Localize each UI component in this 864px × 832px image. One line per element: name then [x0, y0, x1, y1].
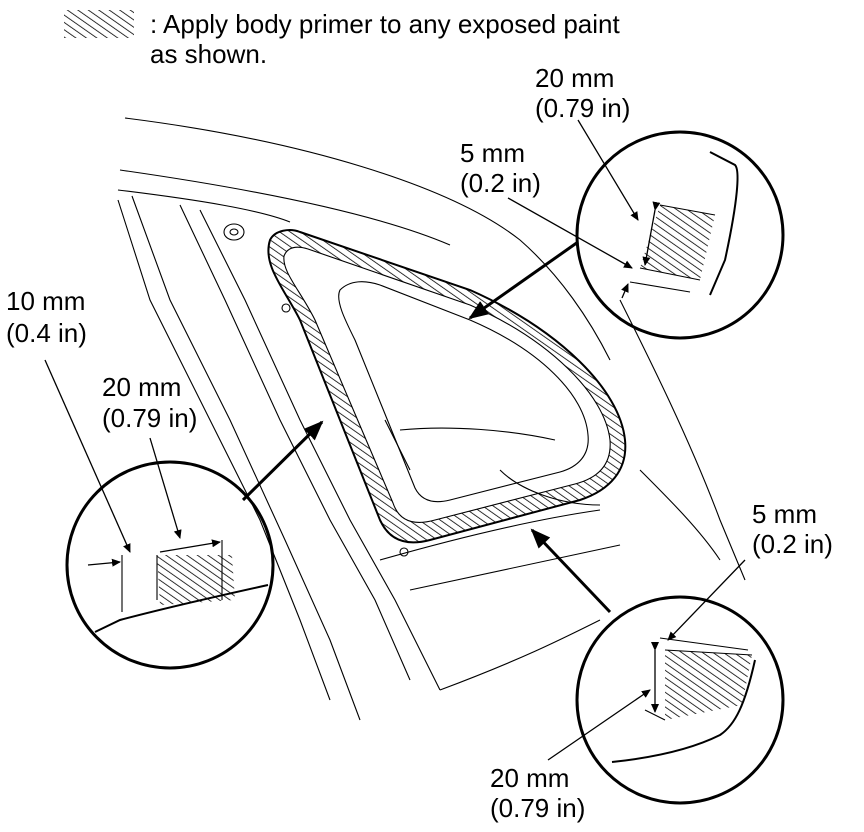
bottom-right-dim-a-mm: 5 mm [752, 499, 817, 529]
detail-circle-top-right [575, 130, 785, 340]
top-right-dim-a-in: (0.79 in) [535, 93, 630, 123]
callout-top-right: 20 mm (0.79 in) 5 mm (0.2 in) [460, 63, 785, 340]
callout-left: 10 mm (0.4 in) 20 mm (0.79 in) [6, 286, 275, 670]
detail-circle-bottom-right [575, 595, 785, 805]
top-right-dim-b-in: (0.2 in) [460, 168, 541, 198]
left-dim-b-in: (0.79 in) [102, 403, 197, 433]
legend: : Apply body primer to any exposed paint… [64, 9, 621, 69]
legend-text-line1: : Apply body primer to any exposed paint [150, 9, 621, 39]
legend-text-line2: as shown. [150, 39, 267, 69]
detail-circle-left [65, 460, 275, 670]
window-opening [267, 229, 627, 544]
pointer-arrow-bottom [530, 528, 612, 614]
left-dim-b-mm: 20 mm [102, 372, 181, 402]
bottom-right-dim-b-in: (0.79 in) [490, 793, 585, 823]
top-right-dim-b-mm: 5 mm [460, 138, 525, 168]
top-right-dim-a-mm: 20 mm [535, 63, 614, 93]
pointer-arrow-left [241, 420, 324, 502]
hatch-swatch-icon [64, 10, 134, 38]
bottom-right-dim-b-mm: 20 mm [490, 763, 569, 793]
left-dim-a-mm: 10 mm [6, 286, 85, 316]
pointer-arrow-top [468, 240, 579, 320]
callout-bottom-right: 5 mm (0.2 in) 20 mm (0.79 in) [490, 499, 833, 823]
bottom-right-dim-a-in: (0.2 in) [752, 529, 833, 559]
vehicle-body-panel [117, 117, 746, 721]
left-dim-a-in: (0.4 in) [6, 318, 87, 348]
